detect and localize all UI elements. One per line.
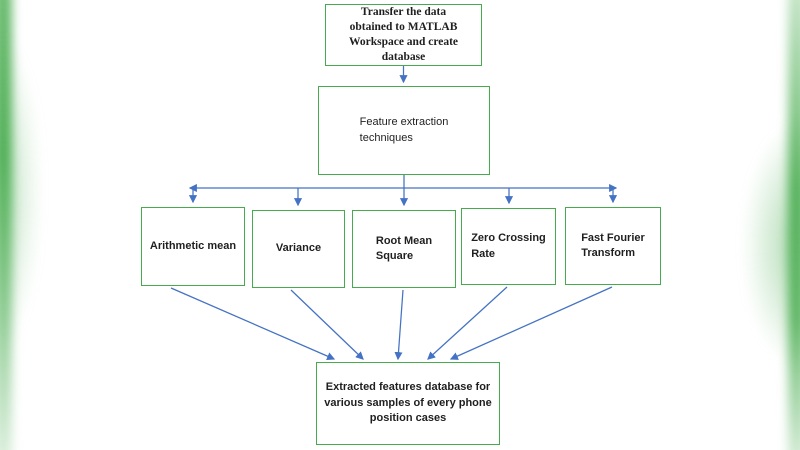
node-transfer-data-label: Transfer the data obtained to MATLAB Wor… (348, 6, 459, 63)
arrow-fft-to-database (449, 286, 613, 360)
node-variance: Variance (252, 210, 345, 288)
arrow-rms-to-database (394, 289, 404, 361)
node-fast-fourier-transform: Fast Fourier Transform (565, 207, 661, 285)
node-extracted-features-database: Extracted features database for various … (316, 362, 500, 445)
node-variance-label: Variance (275, 242, 322, 255)
node-feature-extraction-label: Feature extraction techniques (359, 116, 449, 144)
node-arithmetic-mean: Arithmetic mean (141, 207, 245, 286)
arrow-zcr-to-database (427, 286, 508, 360)
node-root-mean-square: Root Mean Square (352, 210, 456, 288)
node-root-mean-square-label: Root Mean Square (375, 234, 433, 262)
node-extracted-features-database-label: Extracted features database for various … (324, 381, 492, 425)
node-arithmetic-mean-label: Arithmetic mean (149, 239, 237, 252)
arrow-mean-to-database (170, 287, 336, 360)
node-zero-crossing-rate: Zero Crossing Rate (461, 208, 556, 285)
node-fast-fourier-transform-label: Fast Fourier Transform (581, 231, 645, 259)
node-transfer-data: Transfer the data obtained to MATLAB Wor… (325, 4, 482, 66)
node-zero-crossing-rate-label: Zero Crossing Rate (471, 232, 546, 260)
arrow-variance-to-database (290, 289, 364, 360)
node-feature-extraction: Feature extraction techniques (318, 86, 490, 175)
